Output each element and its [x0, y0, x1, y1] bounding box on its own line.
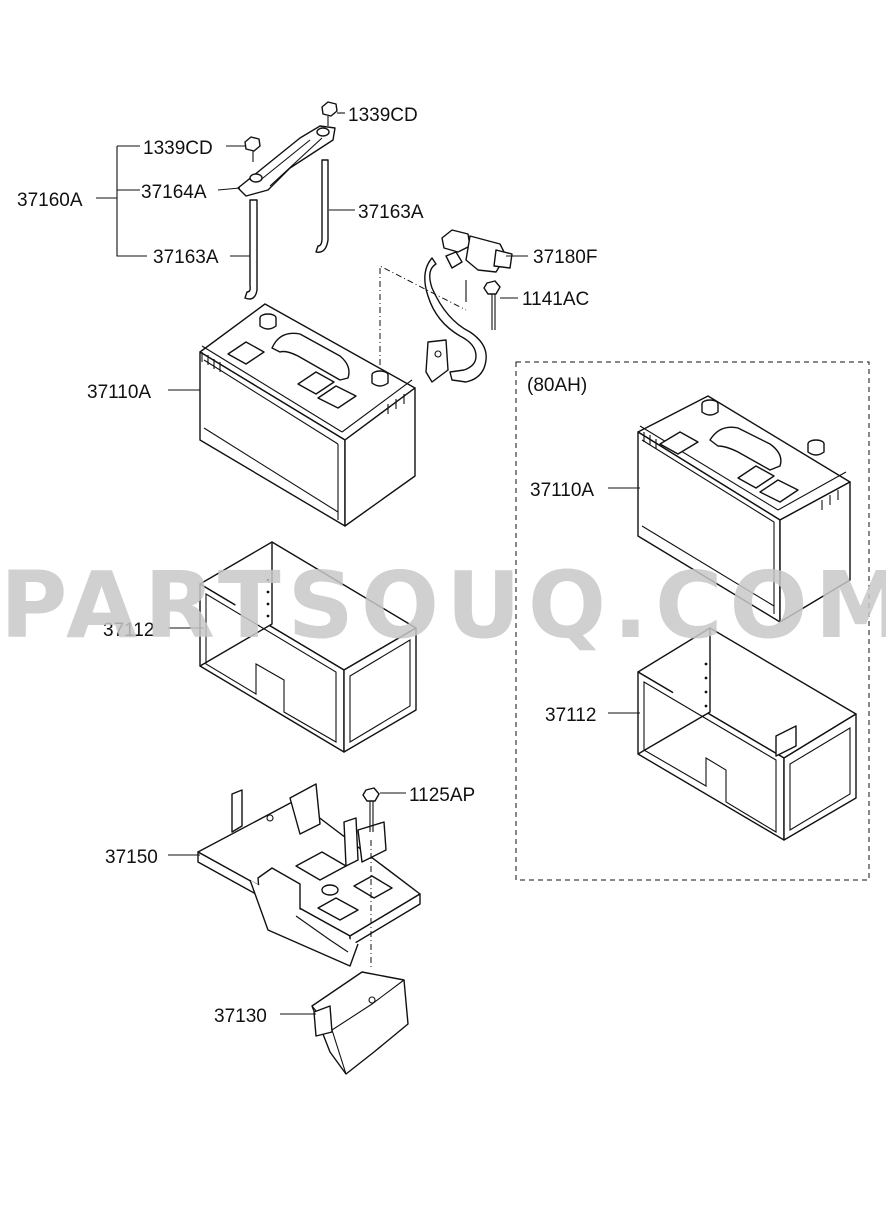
battery-clamp-assembly[interactable]	[237, 101, 338, 300]
label-clamp-assembly[interactable]: 37160A	[17, 190, 83, 211]
variant-80ah-frame	[515, 361, 870, 881]
label-bracket[interactable]: 37130	[214, 1006, 267, 1027]
battery-main-drawing[interactable]	[199, 303, 416, 527]
label-nut-left[interactable]: 1339CD	[143, 138, 213, 159]
battery-cable[interactable]	[424, 229, 513, 383]
label-variant-battery[interactable]: 37110A	[530, 480, 594, 501]
label-variant-insulation[interactable]: 37112	[545, 705, 596, 726]
label-rod-left[interactable]: 37163A	[153, 247, 219, 268]
bolt-1125ap-drawing[interactable]	[362, 787, 380, 832]
label-cable[interactable]: 37180F	[533, 247, 597, 268]
label-variant-title: (80AH)	[527, 375, 587, 396]
clamp-bar-drawing	[237, 125, 336, 197]
battery-variant-drawing[interactable]	[637, 395, 851, 623]
label-tray[interactable]: 37150	[105, 847, 158, 868]
label-rod-right[interactable]: 37163A	[358, 202, 424, 223]
nut-top-drawing	[321, 101, 338, 126]
leaders-variant	[608, 487, 640, 714]
label-clamp[interactable]: 37164A	[141, 182, 207, 203]
nut-left-drawing	[244, 136, 261, 162]
rod-left-drawing	[244, 199, 258, 300]
label-bolt-1141ac[interactable]: 1141AC	[522, 289, 589, 310]
insulation-main-drawing[interactable]	[199, 541, 417, 753]
label-bolt-1125ap[interactable]: 1125AP	[409, 785, 475, 806]
leaders-cable	[379, 255, 528, 378]
leaders-tray	[168, 792, 406, 970]
rod-right-drawing	[315, 159, 329, 253]
label-insulation[interactable]: 37112	[103, 620, 154, 641]
bracket-drawing[interactable]	[311, 971, 409, 1075]
bolt-1141ac-drawing[interactable]	[483, 280, 501, 330]
label-battery[interactable]: 37110A	[87, 382, 151, 403]
insulation-variant-drawing[interactable]	[637, 627, 857, 841]
label-nut-top[interactable]: 1339CD	[348, 105, 418, 126]
leaders-clamp	[96, 112, 355, 257]
tray-drawing[interactable]	[197, 783, 421, 967]
